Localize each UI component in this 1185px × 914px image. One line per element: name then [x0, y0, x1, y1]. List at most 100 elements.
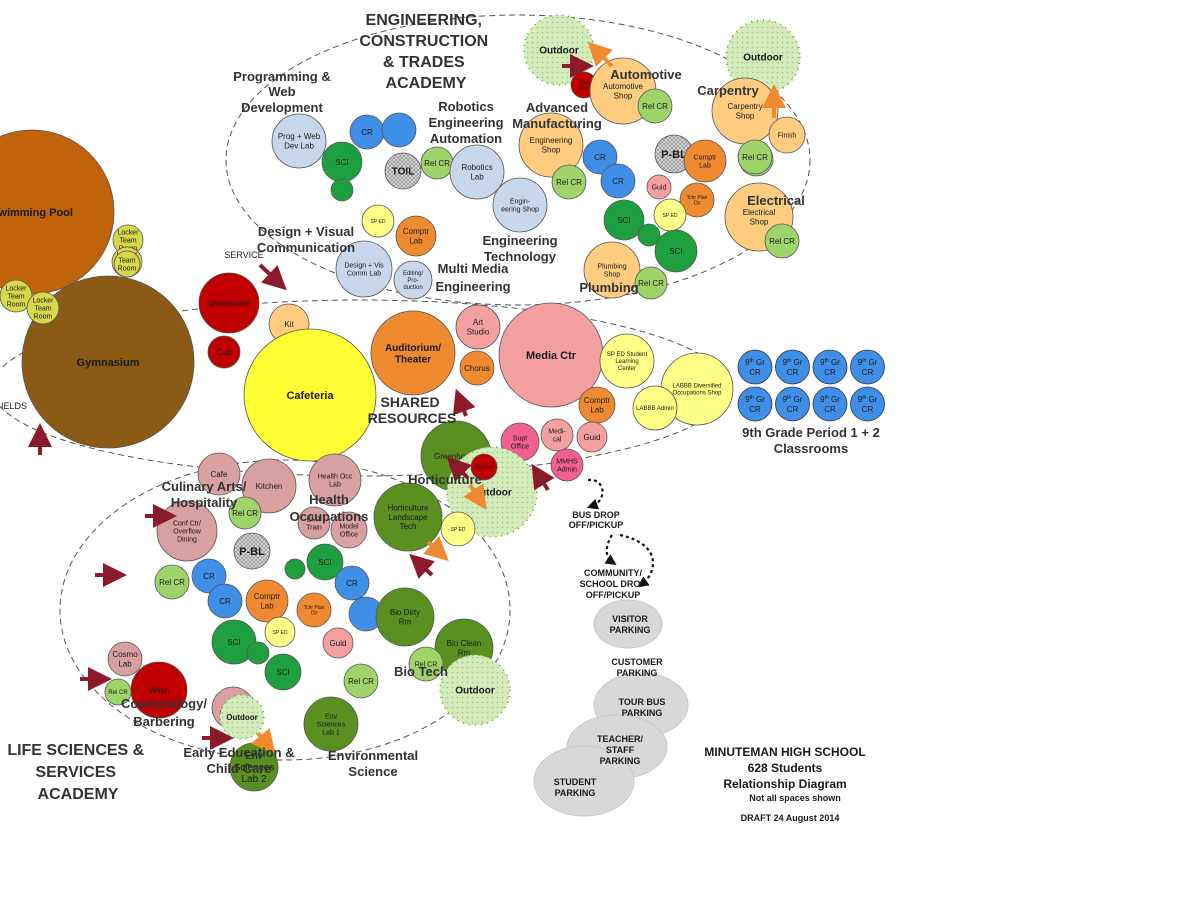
space-label: Guid — [652, 184, 667, 191]
space-label: SP ED — [451, 527, 466, 533]
space-circle — [654, 229, 698, 273]
space-chorus: Chorus — [459, 350, 495, 386]
space-circle — [246, 641, 270, 665]
space-circle — [264, 653, 302, 691]
space-sp-ed: SP ED — [264, 616, 296, 648]
community-drop-curve-2 — [604, 534, 617, 566]
space-sci: SCI — [306, 543, 344, 581]
space-sp-ed: SP ED — [653, 198, 687, 232]
space-circle — [768, 116, 806, 154]
hort-tech-outdoor-arrow — [423, 536, 449, 562]
space-rel-cr: Rel CR — [154, 564, 190, 600]
student-parking-area — [533, 745, 635, 817]
space-media-ctr: Media Ctr — [498, 302, 604, 408]
automotive-outdoor-arrow — [587, 41, 614, 68]
space-label: Cafe — [211, 470, 228, 479]
ninth-grade-classroom-circle — [850, 349, 885, 385]
space-rel-cr: Rel CR — [634, 266, 668, 300]
admin-arrow — [531, 463, 555, 492]
space-cr: CR — [582, 139, 618, 175]
academy-titles: ENGINEERING, CONSTRUCTION & TRADES ACADE… — [7, 12, 488, 803]
space-rel-cr: Rel CR — [737, 139, 773, 175]
space-circle — [679, 182, 715, 218]
space-outdoor: Outdoor — [439, 654, 511, 726]
biotech-label: Bio Tech — [394, 664, 448, 679]
space-unlabeled — [330, 178, 354, 202]
space-circle — [207, 583, 243, 619]
space-circle — [646, 174, 672, 200]
student-count: 628 Students — [748, 761, 823, 775]
space-p-bl: P-BL — [654, 134, 694, 174]
space-label: Rel CR — [642, 102, 668, 111]
shared-resources-title: SHARED RESOURCES — [368, 394, 457, 426]
diagram-note: Not all spaces shown — [749, 793, 841, 803]
space-guid: Guid — [322, 627, 354, 659]
space-cr: CR — [600, 163, 636, 199]
space-label: SCI — [227, 638, 240, 647]
space-circle — [335, 240, 393, 298]
space-circle — [459, 350, 495, 386]
space-circle — [296, 592, 332, 628]
space-sci: SCI — [264, 653, 302, 691]
space-label: Chorus — [464, 364, 490, 373]
space-sp-ed: SP ED — [361, 204, 395, 238]
child-care-outdoor-arrow — [251, 728, 276, 755]
space-circle — [637, 88, 673, 124]
horticulture-label: Horticulture — [408, 472, 482, 487]
outdoor-arrows — [251, 41, 786, 755]
space-circle — [26, 291, 60, 325]
space-circle — [455, 304, 501, 350]
space-label: Media Ctr — [526, 350, 577, 362]
space-circle — [334, 565, 370, 601]
space-rel-cr: Rel CR — [764, 223, 800, 259]
space-sci: SCI — [321, 141, 363, 183]
space-circle — [440, 511, 476, 547]
space-circle — [725, 19, 801, 95]
space-circle — [306, 543, 344, 581]
space-label: Editing/Pro-duction — [403, 271, 423, 291]
space-circle — [449, 144, 505, 200]
space-label: CR — [219, 597, 231, 606]
space-unlabeled — [381, 112, 417, 148]
space-label: Engin-eering Shop — [501, 198, 539, 213]
space-label: TOIL — [392, 167, 415, 178]
space-guid: Guid — [646, 174, 672, 200]
space-label: CR — [361, 128, 373, 137]
circulation-arrows — [28, 54, 594, 750]
space-label: SCI — [617, 216, 630, 225]
